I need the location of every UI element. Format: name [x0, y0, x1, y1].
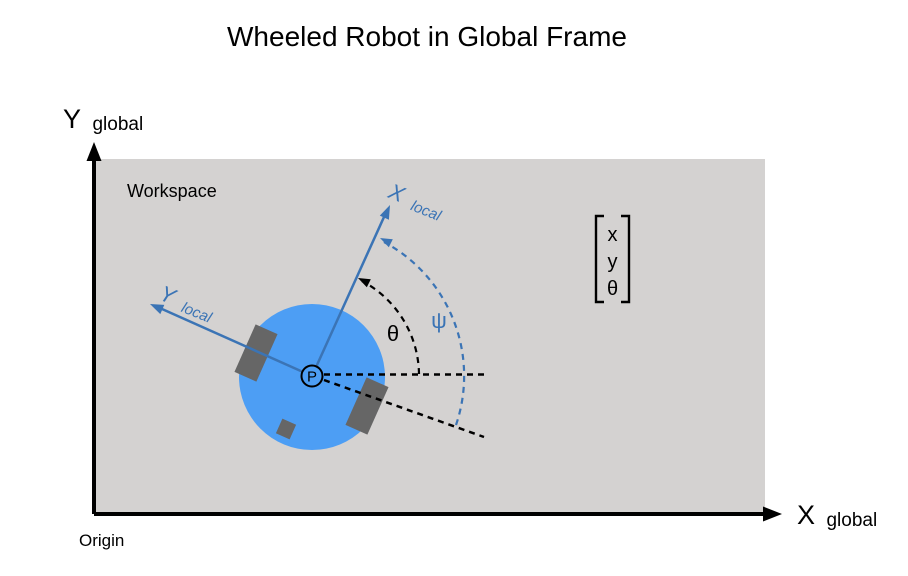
point-p-marker: [300, 364, 324, 388]
x-global-label-sub: global: [826, 510, 877, 531]
psi-label: ψ: [431, 308, 447, 333]
theta-angle-arc: [361, 280, 421, 375]
state-vector-entry-x: x: [608, 224, 618, 246]
y-global-label-main: Y: [63, 104, 81, 134]
theta-label: θ: [387, 321, 399, 346]
state-vector-entry-theta: θ: [607, 278, 618, 300]
caster-wheel: [275, 418, 297, 440]
y-local-axis-arrowhead-icon: [150, 304, 165, 315]
y-global-axis-arrowhead-icon: [86, 142, 102, 161]
psi-arc-arrowhead-icon: [380, 238, 393, 248]
state-vector-left-bracket: [594, 214, 604, 304]
origin-label: Origin: [79, 531, 124, 550]
y-global-label-sub: global: [92, 114, 143, 135]
x-global-label-main: X: [797, 500, 815, 530]
x-global-axis-arrowhead-icon: [763, 506, 782, 522]
state-vector-entry-y: y: [608, 251, 618, 273]
right-wheel: [345, 377, 389, 435]
workspace-region: [96, 159, 765, 514]
x-local-axis-arrowhead-icon: [379, 205, 390, 220]
left-wheel: [234, 324, 278, 382]
point-p-label: P: [307, 369, 317, 386]
theta-arc-arrowhead-icon: [358, 278, 371, 288]
state-vector-right-bracket: [621, 214, 631, 304]
diagram-title: Wheeled Robot in Global Frame: [227, 21, 627, 52]
x-global-label: X global: [797, 500, 877, 531]
y-local-axis-line: [161, 307, 313, 378]
y-global-label: Y global: [63, 104, 143, 135]
x-local-axis-line: [310, 216, 386, 377]
workspace-label: Workspace: [127, 181, 217, 201]
